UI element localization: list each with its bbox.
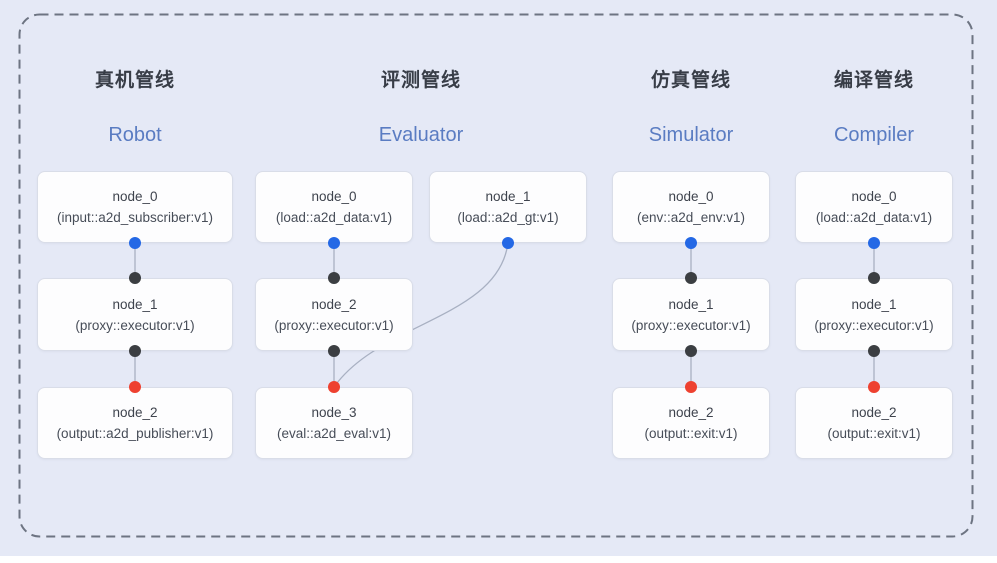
input-port-dot	[328, 381, 340, 393]
output-port-dot	[129, 345, 141, 357]
output-port-dot	[868, 237, 880, 249]
input-port-dot	[868, 272, 880, 284]
node-type: (proxy::executor:v1)	[75, 317, 195, 333]
input-port-dot	[129, 381, 141, 393]
evaluator-pipeline-title-en: Evaluator	[378, 124, 464, 146]
node-type: (env::a2d_env:v1)	[636, 210, 746, 225]
output-port-dot	[868, 345, 880, 357]
robot-node-0: node_0 (input::a2d_subscriber:v1)	[37, 171, 233, 243]
node-type: (proxy::executor:v1)	[274, 317, 394, 333]
node-title: node_1	[668, 296, 714, 312]
node-type: (proxy::executor:v1)	[631, 317, 751, 333]
node-type: (output::exit:v1)	[644, 426, 738, 441]
output-port-dot	[129, 237, 141, 249]
node-type: (load::a2d_data:v1)	[815, 210, 933, 225]
robot-pipeline-title-en: Robot	[108, 124, 162, 146]
input-port-dot	[129, 272, 141, 284]
evaluator-node-2: node_2 (proxy::executor:v1)	[255, 278, 413, 351]
edge-curve	[333, 242, 509, 388]
node-title: node_2	[311, 296, 357, 312]
evaluator-pipeline-title-zh: 评测管线	[380, 70, 462, 91]
compiler-pipeline-title-zh: 编译管线	[833, 70, 915, 91]
node-title: node_0	[668, 189, 714, 204]
input-port-dot	[685, 381, 697, 393]
node-title: node_2	[668, 405, 714, 420]
compiler-pipeline-title-en: Compiler	[833, 124, 915, 146]
node-type: (load::a2d_gt:v1)	[457, 210, 559, 225]
output-port-dot	[328, 345, 340, 357]
simulator-pipeline-title-zh: 仿真管线	[650, 70, 732, 91]
node-type: (input::a2d_subscriber:v1)	[56, 210, 214, 225]
output-port-dot	[685, 345, 697, 357]
input-port-dot	[868, 381, 880, 393]
node-title: node_0	[851, 189, 897, 204]
node-title: node_1	[112, 296, 158, 312]
node-title: node_0	[112, 189, 158, 204]
node-title: node_2	[112, 405, 158, 420]
node-type: (output::exit:v1)	[827, 426, 921, 441]
simulator-pipeline-title-en: Simulator	[648, 124, 734, 146]
node-type: (eval::a2d_eval:v1)	[276, 426, 392, 441]
node-title: node_0	[311, 189, 357, 204]
input-port-dot	[685, 272, 697, 284]
node-title: node_2	[851, 405, 897, 420]
robot-node-1: node_1 (proxy::executor:v1)	[37, 278, 233, 351]
compiler-node-1: node_1 (proxy::executor:v1)	[795, 278, 953, 351]
compiler-node-2: node_2 (output::exit:v1)	[795, 387, 953, 459]
node-type: (load::a2d_data:v1)	[275, 210, 393, 225]
output-port-dot	[328, 237, 340, 249]
compiler-node-0: node_0 (load::a2d_data:v1)	[795, 171, 953, 243]
node-title: node_3	[311, 405, 357, 420]
simulator-node-0: node_0 (env::a2d_env:v1)	[612, 171, 770, 243]
robot-node-2: node_2 (output::a2d_publisher:v1)	[37, 387, 233, 459]
simulator-node-1: node_1 (proxy::executor:v1)	[612, 278, 770, 351]
node-type: (output::a2d_publisher:v1)	[56, 426, 214, 441]
dashed-border-frame	[18, 13, 974, 538]
evaluator-node-1: node_1 (load::a2d_gt:v1)	[429, 171, 587, 243]
node-title: node_1	[485, 189, 531, 204]
output-port-dot	[502, 237, 514, 249]
output-port-dot	[685, 237, 697, 249]
node-type: (proxy::executor:v1)	[814, 317, 934, 333]
evaluator-node-0: node_0 (load::a2d_data:v1)	[255, 171, 413, 243]
simulator-node-2: node_2 (output::exit:v1)	[612, 387, 770, 459]
robot-pipeline-title-zh: 真机管线	[94, 70, 176, 91]
node-title: node_1	[851, 296, 897, 312]
evaluator-node-3: node_3 (eval::a2d_eval:v1)	[255, 387, 413, 459]
input-port-dot	[328, 272, 340, 284]
